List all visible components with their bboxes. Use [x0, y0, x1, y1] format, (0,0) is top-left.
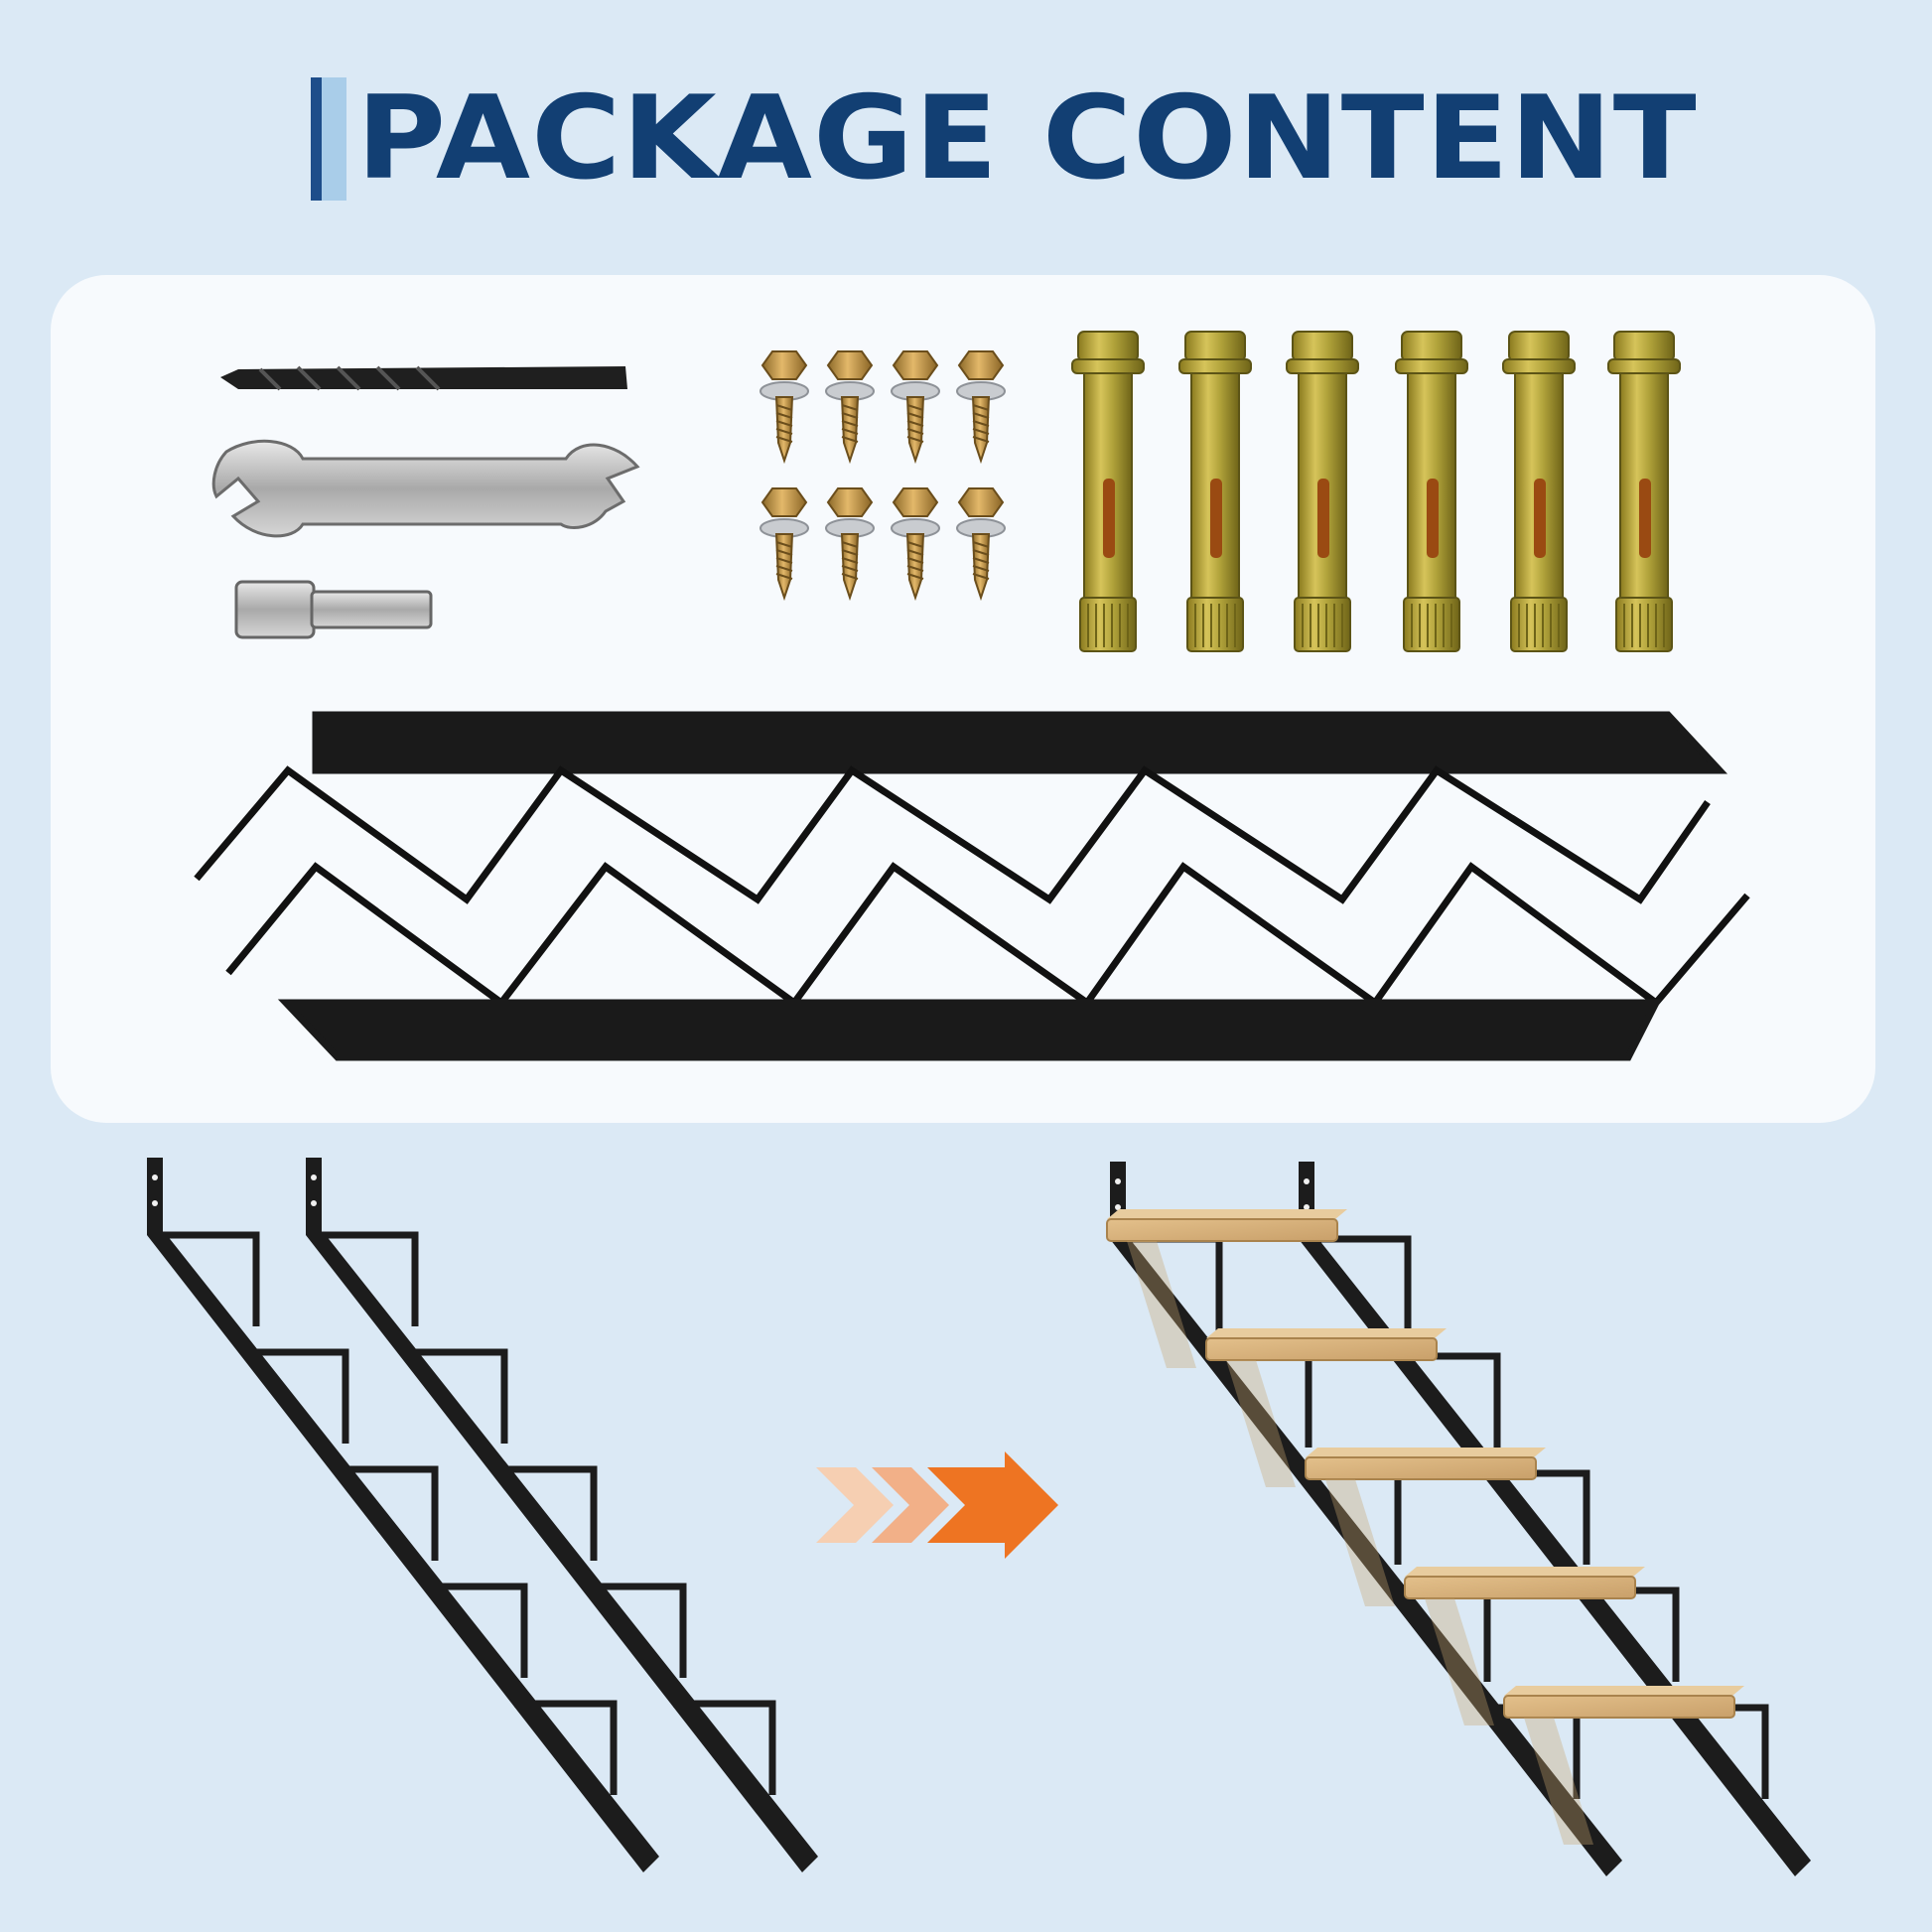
self-drilling-screw-icon [825, 350, 875, 465]
expansion-anchor-bolt-icon [1286, 331, 1359, 652]
drill-bit-icon [220, 365, 627, 391]
expansion-anchor-bolt-icon [1502, 331, 1576, 652]
expansion-anchor-bolt-icon [1395, 331, 1468, 652]
title-accent-bar [310, 77, 346, 201]
expansion-anchor-bolt-icon [1071, 331, 1145, 652]
self-drilling-screw-icon [956, 487, 1006, 602]
wood-tread [1106, 1209, 1347, 1368]
package-content-panel [51, 275, 1875, 1123]
assembled-stairs [1106, 1162, 1811, 1876]
anchors-group [1071, 331, 1681, 652]
wood-tread [1205, 1328, 1447, 1487]
page-header: PACKAGE CONTENT [0, 69, 1932, 208]
chevron-arrow-icon [816, 1451, 1058, 1559]
stringers-group [147, 1158, 818, 1872]
stair-stringer-icon [306, 1158, 818, 1872]
self-drilling-screw-icon [891, 487, 940, 602]
self-drilling-screw-icon [759, 487, 809, 602]
expansion-anchor-bolt-icon [1607, 331, 1681, 652]
self-drilling-screw-icon [759, 350, 809, 465]
self-drilling-screw-icon [891, 350, 940, 465]
hex-socket-bit-icon [234, 580, 433, 639]
stair-stringer-icon [194, 711, 1750, 1061]
stair-stringer-icon [147, 1158, 659, 1872]
wood-tread [1503, 1686, 1744, 1845]
open-end-wrench-icon [211, 439, 640, 538]
expansion-anchor-bolt-icon [1178, 331, 1252, 652]
wood-tread [1404, 1567, 1645, 1725]
page-title: PACKAGE CONTENT [355, 71, 1698, 206]
wood-tread [1305, 1448, 1546, 1606]
self-drilling-screw-icon [956, 350, 1006, 465]
screws-group [759, 350, 1006, 602]
self-drilling-screw-icon [825, 487, 875, 602]
